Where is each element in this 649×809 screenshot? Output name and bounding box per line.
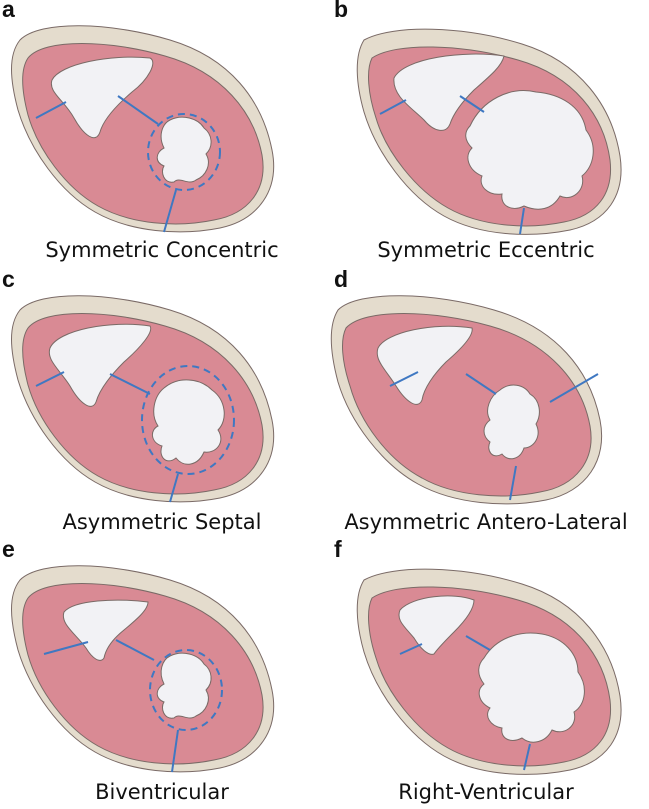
septal-line [523,743,531,771]
heart-diagram-symmetric-eccentric [356,28,622,235]
heart-diagram-asymmetric-septal [11,295,274,503]
heart-diagram-right-ventricular [356,568,622,775]
panel-letter: e [2,536,15,562]
panel-letter: d [334,266,349,292]
septal-line [465,635,491,651]
septal-line [389,371,419,387]
right-ventricle-cavity [398,595,475,655]
panel-caption: Right-Ventricular [398,780,574,804]
panel-letter: b [334,0,349,22]
septal-line [379,99,407,115]
septal-line [169,473,179,503]
septal-line [465,373,497,395]
panel-a: a Symmetric Concentric [0,0,324,269]
septal-line [115,639,155,661]
right-ventricle-cavity [393,53,505,131]
left-ventricle-cavity [152,379,225,465]
septal-line [35,101,67,119]
left-ventricle-cavity [478,632,585,743]
panel-caption: Asymmetric Septal [62,510,262,534]
septal-line [549,373,599,403]
septal-line [117,95,159,125]
right-ventricle-cavity [48,323,152,407]
panel-caption: Symmetric Eccentric [377,238,595,262]
left-ventricle-cavity [156,652,212,719]
heart-diagram-asymmetric-antero-lateral [330,295,602,505]
septal-line [171,729,179,773]
left-ventricle-cavity [156,116,212,183]
panel-caption: Asymmetric Antero-Lateral [344,510,628,534]
septal-line [43,641,89,655]
panel-c: c Asymmetric Septal [0,266,324,539]
left-ventricle-cavity [465,90,594,210]
panel-letter: c [2,266,15,292]
panel-caption: Symmetric Concentric [45,238,279,262]
septal-thickening-outline [141,365,235,475]
panel-letter: a [2,0,15,22]
septal-line [109,373,151,395]
left-ventricle-cavity [483,384,540,460]
septal-line [163,189,177,233]
right-ventricle-cavity [376,325,473,405]
concentric-thickening-outline [147,113,221,191]
right-ventricle-cavity [50,56,154,139]
septal-line [509,465,517,501]
heart-diagram-biventricular [11,565,274,773]
panel-b: b Symmetric Eccentric [324,0,648,269]
left-ventricle-thickening-outline [149,649,223,731]
heart-diagram-symmetric-concentric [11,25,274,233]
septal-line [399,643,423,655]
panel-caption: Biventricular [95,780,229,804]
septal-line [35,371,65,387]
septal-line [459,95,485,113]
right-ventricle-cavity [62,599,149,661]
panel-letter: f [334,536,342,562]
panel-e: e Biventricular [0,536,324,809]
septal-line [519,207,525,235]
panel-f: f Right-Ventricular [324,536,648,809]
panel-d: d Asymmetric Antero-Lateral [324,266,648,539]
